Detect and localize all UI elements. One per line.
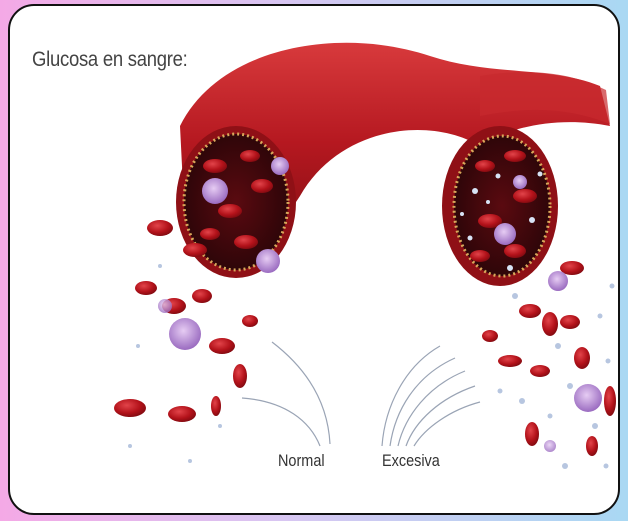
normal-pointer-lines	[242, 342, 330, 446]
label-normal: Normal	[278, 451, 325, 471]
blood-vessel-illustration	[10, 6, 618, 513]
illustration-frame: Glucosa en sangre: Normal Excesiva	[8, 4, 620, 515]
excessive-pointer-lines	[382, 346, 480, 446]
label-excessive: Excesiva	[382, 451, 440, 471]
illustration-title: Glucosa en sangre:	[32, 48, 188, 72]
